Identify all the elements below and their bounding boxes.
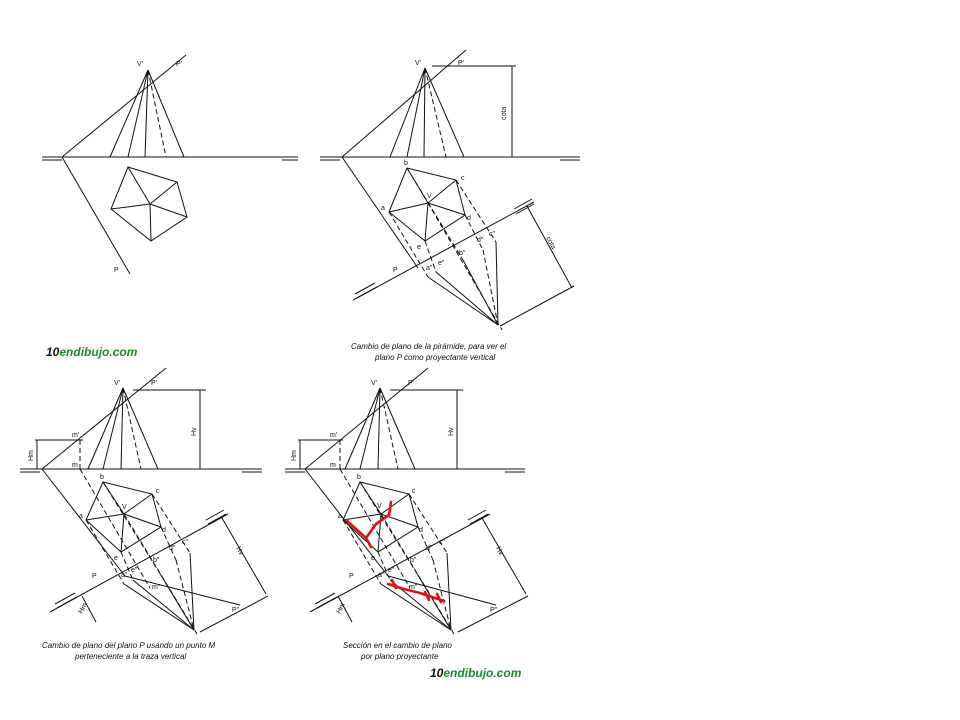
p3-a2-label: a" — [121, 572, 128, 579]
p4-b-label: b — [357, 474, 361, 481]
p2-caption-1: Cambio de plano de la pirámide, para ver… — [351, 342, 506, 351]
p4-c2-label: c" — [439, 539, 446, 546]
logo-2-text: endibujo.com — [443, 666, 521, 680]
p2-caption-2: plano P como proyectante vertical — [374, 353, 495, 362]
p4-hv2-label: Hv — [494, 546, 504, 557]
p4-hm-label: Hm — [291, 450, 298, 461]
p2-d2-label: d" — [477, 237, 484, 244]
section-plan-red — [344, 500, 393, 540]
p4-p2-label: P" — [490, 607, 498, 614]
p4-m2-label: m" — [409, 584, 418, 591]
p4-m1-label: m' — [330, 432, 337, 439]
panel-1: V' P' P — [42, 54, 298, 275]
p4-caption-2: por plano proyectante — [360, 652, 439, 661]
p2-c-label: c — [461, 175, 465, 182]
p3-m1-label: m' — [72, 432, 79, 439]
panel-4: Hv Hm Hv — [285, 367, 529, 661]
p2-pbase-label: P — [393, 267, 398, 274]
p3-c2-label: c" — [182, 539, 189, 546]
p4-a-label: a — [338, 513, 342, 520]
logo-1-num: 10 — [46, 345, 60, 359]
p4-d-label: d — [419, 527, 423, 534]
p3-m2-label: m" — [152, 584, 161, 591]
p3-hm2-label: Hm — [78, 602, 89, 615]
p2-c2-label: c" — [489, 231, 496, 238]
p4-e-label: e — [371, 555, 375, 562]
p3-e-label: e — [114, 555, 118, 562]
p2-b2-label: b" — [459, 250, 466, 257]
p3-d2-label: d" — [169, 545, 176, 552]
p4-pbase-label: P — [349, 573, 354, 580]
p3-vertex-label: V — [122, 504, 127, 511]
p3-m-label: m — [72, 462, 78, 469]
p4-m-label: m — [330, 462, 336, 469]
p3-hv-label: Hv — [191, 427, 198, 436]
p4-p-label: P' — [408, 380, 414, 387]
p2-v-label: V' — [415, 60, 421, 67]
p3-caption-1: Cambio de plano del plano P usando un pu… — [42, 641, 215, 650]
p4-hv-label: Hv — [448, 427, 455, 436]
p3-pbase-label: P — [92, 573, 97, 580]
p2-cota-label: cota — [501, 107, 508, 120]
svg-text:10endibujo.com: 10endibujo.com — [430, 666, 522, 680]
p4-v-label: V' — [371, 380, 377, 387]
p4-e2-label: e" — [388, 567, 395, 574]
p3-b-label: b — [100, 474, 104, 481]
p3-caption-2: perteneciente a la traza vertical — [74, 652, 186, 661]
panel-2: cota cota V' P' V a b — [320, 49, 580, 362]
p3-e2-label: e" — [131, 567, 138, 574]
p4-c-label: c — [412, 488, 416, 495]
p1-p-label: P' — [176, 61, 182, 68]
p1-v-label: V' — [137, 61, 143, 68]
p4-d2-label: d" — [426, 545, 433, 552]
p2-b-label: b — [404, 160, 408, 167]
p4-caption-1: Sección en el cambio de plano — [343, 641, 453, 650]
svg-text:10endibujo.com: 10endibujo.com — [46, 345, 138, 359]
p4-hm2-label: Hm — [336, 602, 347, 615]
p2-d-label: d — [467, 215, 471, 222]
p1-pbase-label: P — [114, 267, 119, 274]
logo-1: 10endibujo.com — [46, 345, 138, 359]
logo-2: 10endibujo.com — [430, 666, 522, 680]
p2-a-label: a — [381, 205, 385, 212]
p3-b2-label: b" — [153, 557, 160, 564]
p4-a2-label: a" — [378, 572, 385, 579]
p4-b2-label: b" — [410, 557, 417, 564]
p2-a2-label: a" — [426, 265, 433, 272]
section-plan-red-2 — [364, 536, 373, 549]
p3-d-label: d — [162, 527, 166, 534]
section-elevation-red — [386, 582, 446, 603]
p3-p2-label: P" — [232, 607, 240, 614]
p3-a-label: a — [79, 513, 83, 520]
p3-hm-label: Hm — [28, 450, 35, 461]
p2-cota2-label: cota — [544, 236, 556, 251]
logo-2-num: 10 — [430, 666, 444, 680]
p2-e2-label: e" — [438, 260, 445, 267]
p2-p-label: P' — [458, 60, 464, 67]
p4-vertex-label: V — [377, 503, 382, 510]
p2-e-label: e — [417, 244, 421, 251]
logo-1-text: endibujo.com — [59, 345, 137, 359]
p3-c-label: c — [156, 488, 160, 495]
p3-p-label: P' — [151, 380, 157, 387]
p3-hv2-label: Hv — [234, 546, 244, 557]
panel-3: Hv Hm Hv — [20, 367, 269, 661]
p3-v-label: V' — [114, 380, 120, 387]
p2-vertex-label: V — [427, 193, 432, 200]
